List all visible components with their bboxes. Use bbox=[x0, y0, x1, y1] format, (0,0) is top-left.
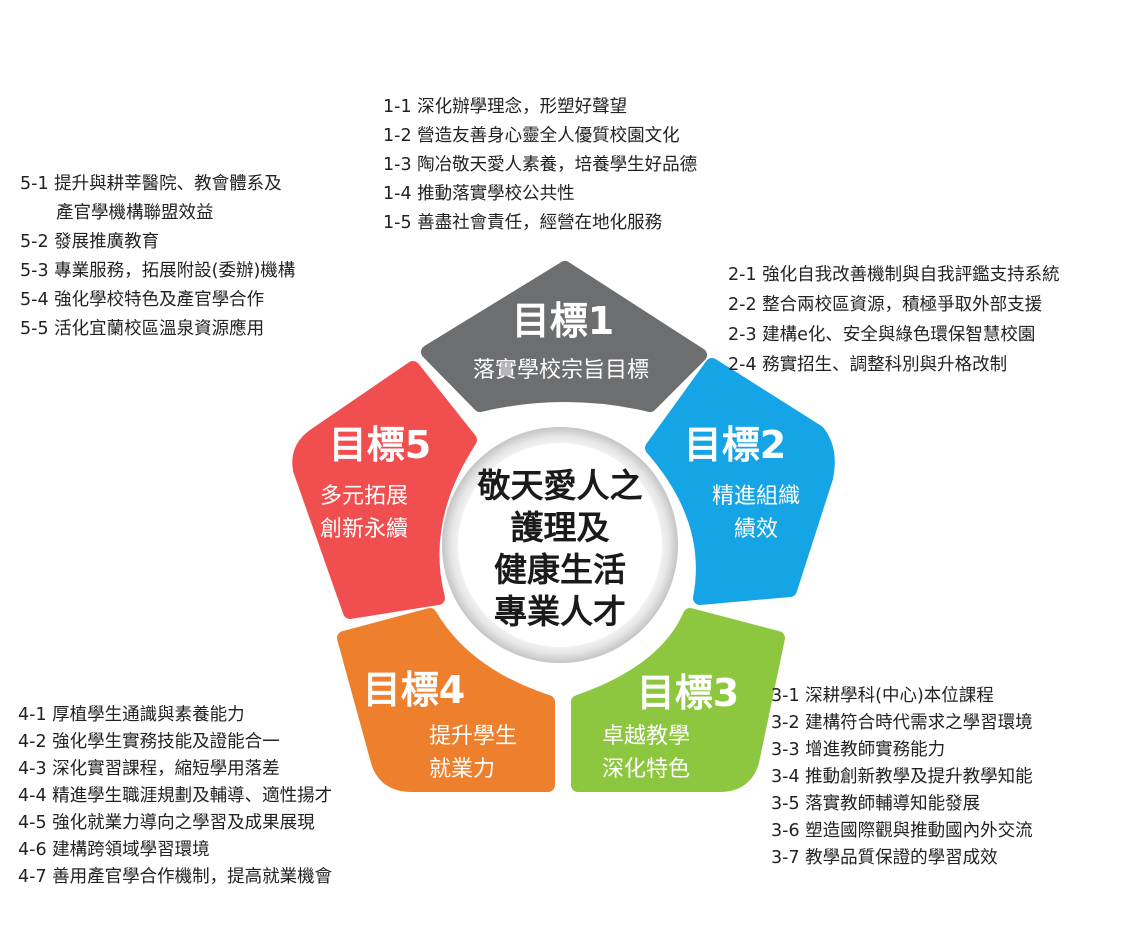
goal-2-subtitle-line1: 精進組織 bbox=[712, 484, 800, 509]
strategy-item: 5-3 專業服務，拓展附設(委辦)機構 bbox=[20, 261, 296, 281]
goal-2-shape bbox=[645, 358, 835, 605]
goal-4-subtitle-line2: 就業力 bbox=[429, 757, 495, 782]
strategy-item: 2-1 強化自我改善機制與自我評鑑支持系統 bbox=[728, 265, 1060, 285]
goal-3-strategy-list: 3-1 深耕學科(中心)本位課程 3-2 建構符合時代需求之學習環境 3-3 增… bbox=[771, 683, 1033, 872]
strategy-item: 1-5 善盡社會責任，經營在地化服務 bbox=[383, 213, 663, 233]
goal-4-segment: 目標4 提升學生 就業力 bbox=[337, 608, 555, 792]
goal-3-subtitle-line1: 卓越教學 bbox=[602, 724, 690, 749]
strategy-item: 2-4 務實招生、調整科別與升格改制 bbox=[728, 355, 1008, 375]
goal-2-segment: 目標2 精進組織 績效 bbox=[645, 358, 835, 605]
goal-1-segment: 目標1 落實學校宗旨目標 bbox=[421, 261, 707, 412]
goal-5-strategy-list: 5-1 提升與耕莘醫院、教會體系及 產官學機構聯盟效益 5-2 發展推廣教育 5… bbox=[20, 170, 295, 344]
strategy-item: 4-7 善用產官學合作機制，提高就業機會 bbox=[18, 867, 333, 887]
goal-3-subtitle-line2: 深化特色 bbox=[602, 757, 690, 782]
strategy-item: 3-1 深耕學科(中心)本位課程 bbox=[771, 686, 994, 706]
goal-5-subtitle-line2: 創新永續 bbox=[320, 517, 408, 542]
strategy-item: 5-5 活化宜蘭校區溫泉資源應用 bbox=[20, 319, 265, 339]
strategy-item: 3-2 建構符合時代需求之學習環境 bbox=[771, 713, 1033, 733]
center-circle: 敬天愛人之 護理及 健康生活 專業人才 bbox=[442, 427, 678, 663]
goal-5-subtitle-line1: 多元拓展 bbox=[320, 484, 408, 509]
goal-2-title: 目標2 bbox=[684, 423, 786, 467]
center-line-2: 護理及 bbox=[511, 508, 610, 547]
goal-3-title: 目標3 bbox=[637, 671, 739, 715]
strategy-item: 4-6 建構跨領域學習環境 bbox=[18, 840, 210, 860]
strategy-item: 5-4 強化學校特色及產官學合作 bbox=[20, 290, 265, 310]
goal-1-shape bbox=[421, 261, 707, 412]
center-line-1: 敬天愛人之 bbox=[477, 466, 643, 505]
strategy-item: 1-4 推動落實學校公共性 bbox=[383, 184, 575, 204]
strategy-item: 4-4 精進學生職涯規劃及輔導、適性揚才 bbox=[18, 786, 333, 806]
strategy-item: 3-4 推動創新教學及提升教學知能 bbox=[771, 767, 1033, 787]
strategy-item: 1-1 深化辦學理念，形塑好聲望 bbox=[383, 97, 628, 117]
strategy-item: 1-2 營造友善身心靈全人優質校園文化 bbox=[383, 126, 680, 146]
strategy-item: 2-3 建構e化、安全與綠色環保智慧校園 bbox=[728, 325, 1036, 345]
strategy-item: 4-3 深化實習課程，縮短學用落差 bbox=[18, 759, 280, 779]
goal-1-title: 目標1 bbox=[512, 299, 614, 343]
goal-4-title: 目標4 bbox=[363, 668, 465, 712]
strategy-item: 4-2 強化學生實務技能及證能合一 bbox=[18, 732, 280, 752]
strategy-item: 1-3 陶冶敬天愛人素養，培養學生好品德 bbox=[383, 155, 698, 175]
strategy-item: 4-5 強化就業力導向之學習及成果展現 bbox=[18, 813, 315, 833]
strategy-item: 3-3 增進教師實務能力 bbox=[771, 740, 946, 760]
strategy-item: 2-2 整合兩校區資源，積極爭取外部支援 bbox=[728, 295, 1043, 315]
goal-2-strategy-list: 2-1 強化自我改善機制與自我評鑑支持系統 2-2 整合兩校區資源，積極爭取外部… bbox=[728, 260, 1060, 380]
goal-4-shape bbox=[337, 608, 555, 792]
goal-5-shape bbox=[292, 361, 477, 619]
goal-4-subtitle-line1: 提升學生 bbox=[429, 724, 517, 749]
goal-4-strategy-list: 4-1 厚植學生通識與素養能力 4-2 強化學生實務技能及證能合一 4-3 深化… bbox=[18, 702, 332, 891]
goal-3-shape bbox=[571, 608, 785, 792]
goal-3-segment: 目標3 卓越教學 深化特色 bbox=[571, 608, 785, 792]
strategy-item: 3-5 落實教師輔導知能發展 bbox=[771, 794, 981, 814]
goal-1-strategy-list: 1-1 深化辦學理念，形塑好聲望 1-2 營造友善身心靈全人優質校園文化 1-3… bbox=[383, 93, 697, 238]
strategy-item: 5-2 發展推廣教育 bbox=[20, 232, 160, 252]
strategy-item: 4-1 厚植學生通識與素養能力 bbox=[18, 705, 245, 725]
goal-5-segment: 目標5 多元拓展 創新永續 bbox=[292, 361, 477, 619]
center-line-4: 專業人才 bbox=[494, 592, 626, 631]
strategy-item-continuation: 產官學機構聯盟效益 bbox=[56, 203, 214, 223]
goal-5-title: 目標5 bbox=[329, 423, 431, 467]
goal-1-subtitle: 落實學校宗旨目標 bbox=[473, 358, 649, 383]
center-line-3: 健康生活 bbox=[494, 550, 626, 589]
strategy-item: 3-6 塑造國際觀與推動國內外交流 bbox=[771, 821, 1033, 841]
strategy-item: 5-1 提升與耕莘醫院、教會體系及 bbox=[20, 174, 282, 194]
strategy-item: 3-7 教學品質保證的學習成效 bbox=[771, 848, 998, 868]
goal-2-subtitle-line2: 績效 bbox=[734, 517, 778, 542]
